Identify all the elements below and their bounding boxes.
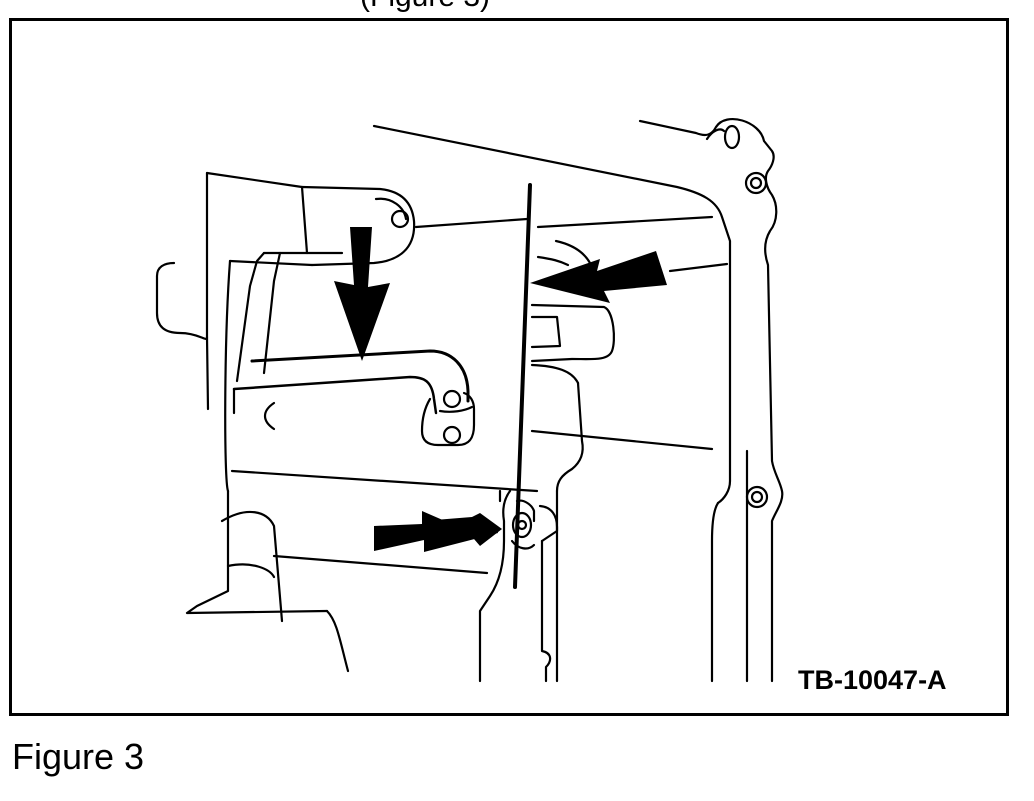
- cropped-heading-fragment: (Figure 3): [360, 0, 640, 14]
- left-housing-outline: [155, 171, 529, 673]
- figure-frame: TB-10047-A: [9, 18, 1009, 716]
- left-arrow-icon: [530, 251, 667, 303]
- right-arrow-icon: [374, 511, 502, 552]
- figure-code-label: TB-10047-A: [798, 665, 947, 695]
- down-arrow-icon: [334, 227, 390, 361]
- straight-edge-line: [513, 183, 532, 589]
- figure-caption: Figure 3: [12, 736, 145, 777]
- transmission-line-drawing: [155, 117, 784, 683]
- pipe-tube: [232, 251, 476, 447]
- case-and-pan-outline: [230, 117, 784, 683]
